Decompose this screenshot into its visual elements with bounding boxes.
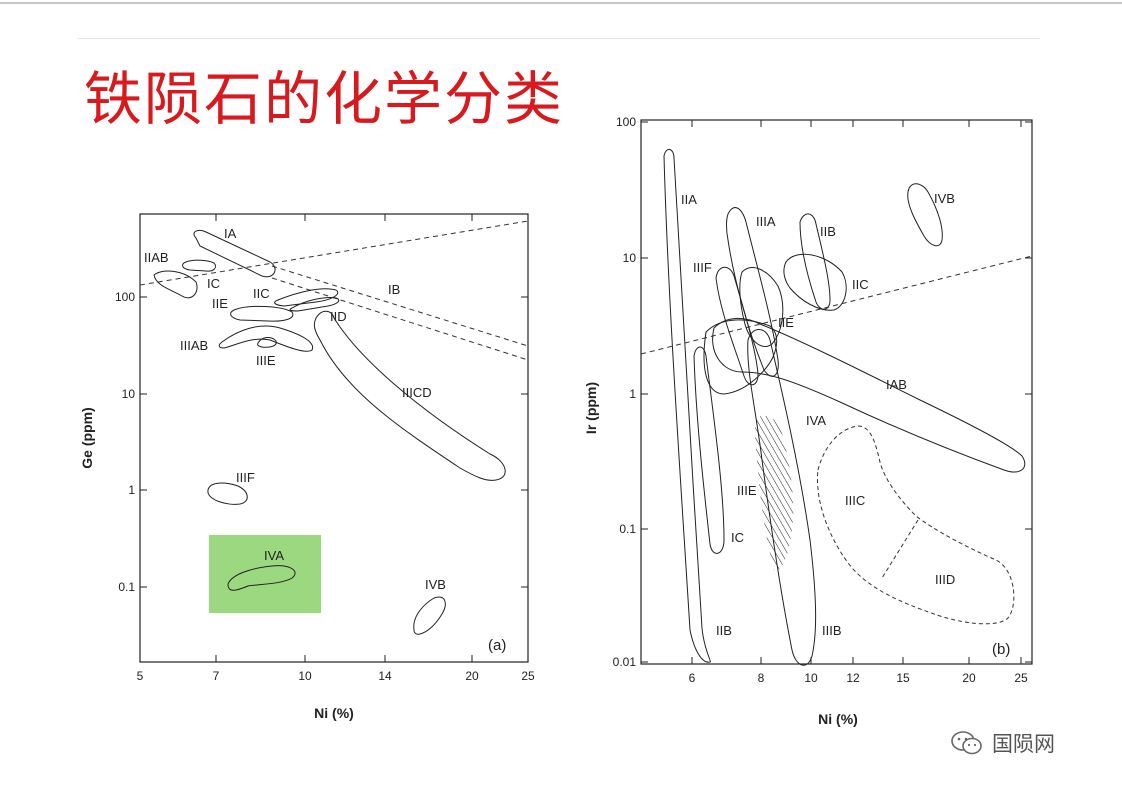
watermark: 国陨网 bbox=[950, 728, 1055, 758]
header-divider bbox=[78, 38, 1040, 39]
group-label-IC: IC bbox=[207, 276, 220, 291]
field-IIAB bbox=[182, 259, 217, 272]
x-tick-label: 20 bbox=[962, 671, 976, 685]
group-label-IA: IA bbox=[224, 226, 237, 241]
wechat-icon bbox=[951, 731, 982, 755]
iva-highlight-box bbox=[209, 535, 321, 613]
field-IIICD bbox=[313, 310, 506, 481]
x-tick-label: 5 bbox=[137, 669, 144, 683]
field-IIA bbox=[663, 149, 711, 663]
slide-title: 铁陨石的化学分类 bbox=[84, 65, 565, 133]
field-IC bbox=[693, 346, 725, 554]
group-label-IID: IID bbox=[330, 309, 347, 324]
plot-b-ticks: 100 10 1 0.1 0.01 6 8 10 12 15 20 25 bbox=[613, 115, 1032, 685]
group-label-IIIAB: IIIAB bbox=[180, 338, 208, 353]
panel-label-b: (b) bbox=[992, 641, 1010, 658]
group-label-IIIE: IIIE bbox=[737, 483, 757, 498]
field-IID bbox=[289, 297, 340, 312]
group-label-IIID: IIID bbox=[935, 572, 955, 587]
field-IIE bbox=[703, 319, 778, 395]
field-IIB-upper bbox=[799, 213, 831, 310]
group-label-IIC: IIC bbox=[253, 286, 270, 301]
y-tick-label: 1 bbox=[128, 483, 135, 497]
field-IIC bbox=[783, 253, 847, 311]
iiic-iiid-divider bbox=[881, 519, 919, 579]
field-IVB bbox=[413, 596, 446, 635]
x-tick-label: 12 bbox=[846, 671, 860, 685]
group-label-IAB: IAB bbox=[886, 377, 907, 392]
group-label-IVB: IVB bbox=[934, 191, 955, 206]
field-IC bbox=[153, 270, 198, 299]
x-tick-label: 25 bbox=[521, 669, 535, 683]
field-IAB bbox=[712, 318, 1026, 473]
plot-a-frame bbox=[139, 213, 529, 663]
field-IIIE bbox=[755, 415, 794, 571]
y-tick-label: 10 bbox=[122, 387, 136, 401]
top-border bbox=[0, 2, 1122, 4]
group-label-IIICD: IIICD bbox=[402, 385, 432, 400]
group-label-IIIC: IIIC bbox=[845, 493, 865, 508]
group-label-IB: IB bbox=[388, 282, 400, 297]
field-IA bbox=[193, 229, 276, 278]
field-IIIA bbox=[726, 207, 779, 377]
x-tick-label: 10 bbox=[298, 669, 312, 683]
watermark-text: 国陨网 bbox=[992, 732, 1055, 756]
y-tick-label: 0.1 bbox=[619, 522, 636, 536]
group-label-IVB: IVB bbox=[425, 577, 446, 592]
y-tick-label: 1 bbox=[629, 387, 636, 401]
group-label-IIIE: IIIE bbox=[256, 353, 276, 368]
y-axis-label-a: Ge (ppm) bbox=[79, 407, 95, 468]
field-IVA bbox=[227, 565, 296, 591]
y-axis-label-b: Ir (ppm) bbox=[583, 382, 599, 434]
y-tick-label: 100 bbox=[115, 290, 135, 304]
x-tick-label: 8 bbox=[758, 671, 765, 685]
panel-label-a: (a) bbox=[488, 637, 506, 654]
reference-line-upper bbox=[139, 220, 529, 286]
reference-line-b bbox=[640, 255, 1033, 355]
group-label-IIB: IIB bbox=[820, 224, 836, 239]
group-label-IIIB: IIIB bbox=[822, 623, 842, 638]
x-tick-label: 25 bbox=[1014, 671, 1028, 685]
field-IIIAB bbox=[218, 325, 314, 352]
x-axis-label-a: Ni (%) bbox=[314, 705, 354, 721]
group-label-IIIA: IIIA bbox=[756, 214, 776, 229]
field-IIIF bbox=[715, 266, 759, 386]
group-label-IIIF: IIIF bbox=[236, 470, 255, 485]
group-labels-a: IA IIAB IC IIE IIC IID IIIAB IIIE IIICD IIIF IVA IV… bbox=[144, 226, 446, 592]
x-axis-label-b: Ni (%) bbox=[818, 711, 858, 727]
group-label-IIC: IIC bbox=[852, 277, 869, 292]
group-label-IC: IC bbox=[731, 530, 744, 545]
group-label-IIE: IIE bbox=[778, 315, 794, 330]
y-tick-label: 100 bbox=[616, 115, 636, 129]
field-IIIF bbox=[207, 482, 248, 505]
field-IIE bbox=[230, 305, 294, 322]
group-label-IIIF: IIIF bbox=[693, 260, 712, 275]
x-tick-label: 10 bbox=[804, 671, 818, 685]
group-label-IVA: IVA bbox=[264, 548, 284, 563]
x-tick-label: 20 bbox=[465, 669, 479, 683]
plot-b-frame bbox=[640, 119, 1033, 665]
x-tick-label: 6 bbox=[689, 671, 696, 685]
y-tick-label: 10 bbox=[623, 251, 637, 265]
x-tick-label: 7 bbox=[213, 669, 220, 683]
field-IVB bbox=[907, 183, 943, 247]
group-label-IIE: IIE bbox=[212, 296, 228, 311]
group-label-IIB: IIB bbox=[716, 623, 732, 638]
chart-b: 100 10 1 0.1 0.01 6 8 10 12 15 20 25 Ni (%) Ir (ppm… bbox=[583, 115, 1033, 727]
group-label-IIAB: IIAB bbox=[144, 250, 169, 265]
field-IIE-2 bbox=[739, 267, 784, 347]
x-tick-label: 15 bbox=[896, 671, 910, 685]
y-tick-label: 0.01 bbox=[613, 655, 637, 669]
group-label-IVA: IVA bbox=[806, 413, 826, 428]
field-IIIC-IIID bbox=[816, 425, 1015, 625]
ib-band bbox=[271, 265, 529, 361]
y-tick-label: 0.1 bbox=[118, 580, 135, 594]
field-IIIE bbox=[257, 337, 277, 348]
group-labels-b: IIA IIB IC IIIA IIIF IIE IIB IIC IVB IAB IVA IIIE II… bbox=[681, 191, 955, 638]
plot-a-ticks: 100 10 1 0.1 5 7 10 14 20 25 bbox=[115, 214, 535, 683]
group-label-IIA: IIA bbox=[681, 192, 697, 207]
x-tick-label: 14 bbox=[378, 669, 392, 683]
